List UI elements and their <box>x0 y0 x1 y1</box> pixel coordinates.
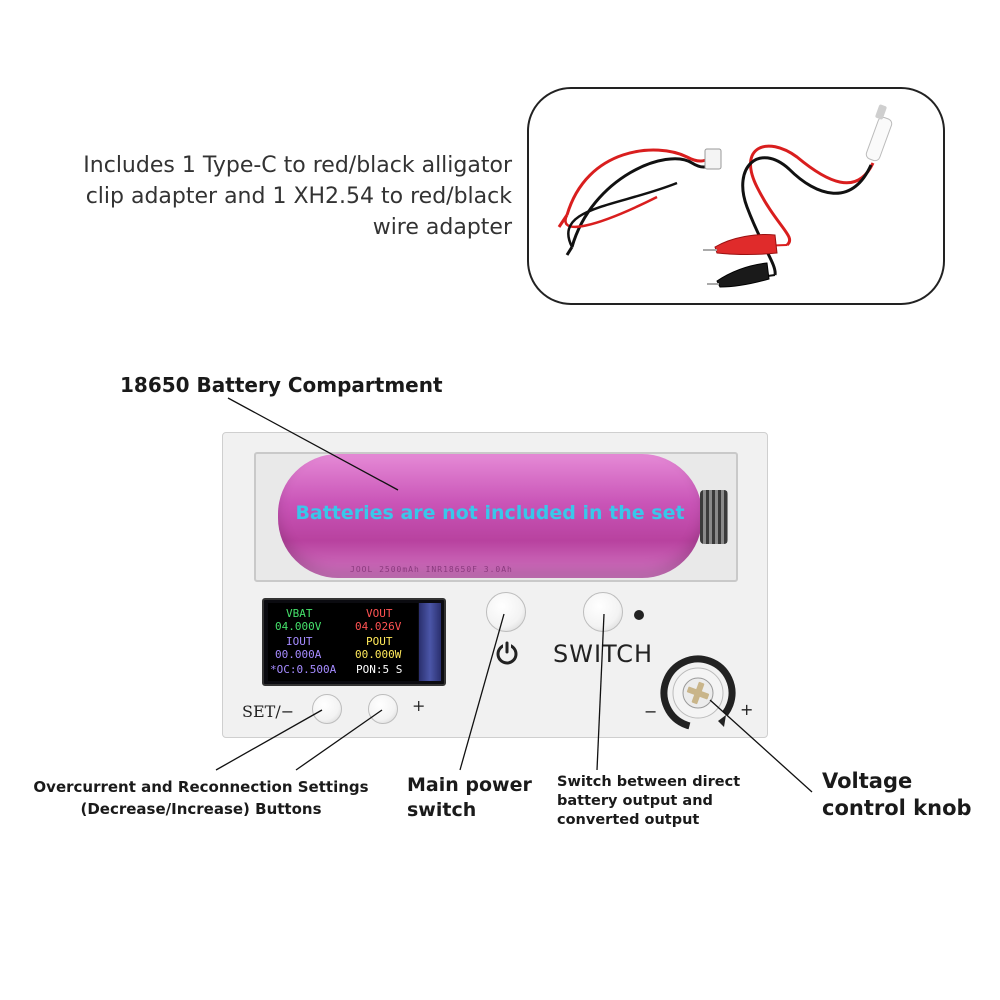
typec-alligator-adapter <box>703 104 893 288</box>
lcd-overcurrent-setting: *OC:0.500A <box>270 663 337 676</box>
lcd-iout-label: IOUT <box>286 635 313 648</box>
adapter-caption-line: Includes 1 Type-C to red/black alligator <box>83 153 512 178</box>
lcd-ribbon <box>419 603 441 681</box>
voltage-knob-label-line: Voltage <box>822 769 913 793</box>
settings-buttons-label-line: (Decrease/Increase) Buttons <box>80 800 322 818</box>
xh254-wire-adapter <box>557 148 722 256</box>
knob-leader-line <box>709 699 813 793</box>
output-switch-label: Switch between direct battery output and… <box>557 773 740 830</box>
compartment-leader-line <box>227 397 399 491</box>
main-power-switch-label-line: Main power <box>407 774 532 796</box>
lcd-screen <box>268 603 418 681</box>
lcd-pout-label: POUT <box>366 635 393 648</box>
voltage-knob-label: Voltage control knob <box>822 768 972 822</box>
voltage-knob-label-line: control knob <box>822 796 972 820</box>
plus-label: + <box>412 696 426 715</box>
main-power-switch-label: Main power switch <box>407 773 532 823</box>
set-minus-label: SET/− <box>242 702 295 721</box>
lcd-vbat-label: VBAT <box>286 607 313 620</box>
output-switch-label-line: battery output and <box>557 793 713 809</box>
output-switch-label-line: converted output <box>557 812 700 828</box>
settings-buttons-label: Overcurrent and Reconnection Settings (D… <box>26 776 376 820</box>
lcd-vbat-value: 04.000V <box>275 620 322 633</box>
increase-button[interactable] <box>368 694 398 724</box>
battery-not-included-note: Batteries are not included in the set <box>295 502 685 524</box>
battery-compartment-label: 18650 Battery Compartment <box>120 373 443 397</box>
knob-plus-sign: + <box>740 700 754 719</box>
main-power-button[interactable] <box>486 592 526 632</box>
adapter-caption-line: wire adapter <box>372 215 512 240</box>
main-power-switch-label-line: switch <box>407 799 477 821</box>
decrease-button[interactable] <box>312 694 342 724</box>
battery-18650 <box>278 454 702 578</box>
lcd-vout-label: VOUT <box>366 607 393 620</box>
switch-leader-line <box>596 613 605 771</box>
lcd-iout-value: 00.000A <box>275 648 322 661</box>
settings-buttons-label-line: Overcurrent and Reconnection Settings <box>33 778 369 796</box>
adapter-caption: Includes 1 Type-C to red/black alligator… <box>30 150 512 243</box>
adapter-cables-panel <box>527 87 945 305</box>
adapter-cables-illustration <box>557 104 893 288</box>
knob-minus-sign: − <box>644 702 658 721</box>
settings-leader-line-right <box>295 709 383 771</box>
lcd-pout-value: 00.000W <box>355 648 402 661</box>
lcd-vout-value: 04.026V <box>355 620 402 633</box>
adapter-caption-line: clip adapter and 1 XH2.54 to red/black <box>85 184 512 209</box>
lcd-power-on-delay: PON:5 S <box>356 663 403 676</box>
settings-leader-line-left <box>215 709 323 771</box>
battery-spring <box>700 490 728 544</box>
battery-print-text: JOOL 2500mAh INR18650F 3.0Ah <box>350 565 513 574</box>
power-leader-line <box>459 613 505 771</box>
voltage-control-knob[interactable] <box>660 655 736 731</box>
status-led <box>634 610 644 620</box>
output-switch-label-line: Switch between direct <box>557 774 741 790</box>
power-icon <box>496 641 518 665</box>
